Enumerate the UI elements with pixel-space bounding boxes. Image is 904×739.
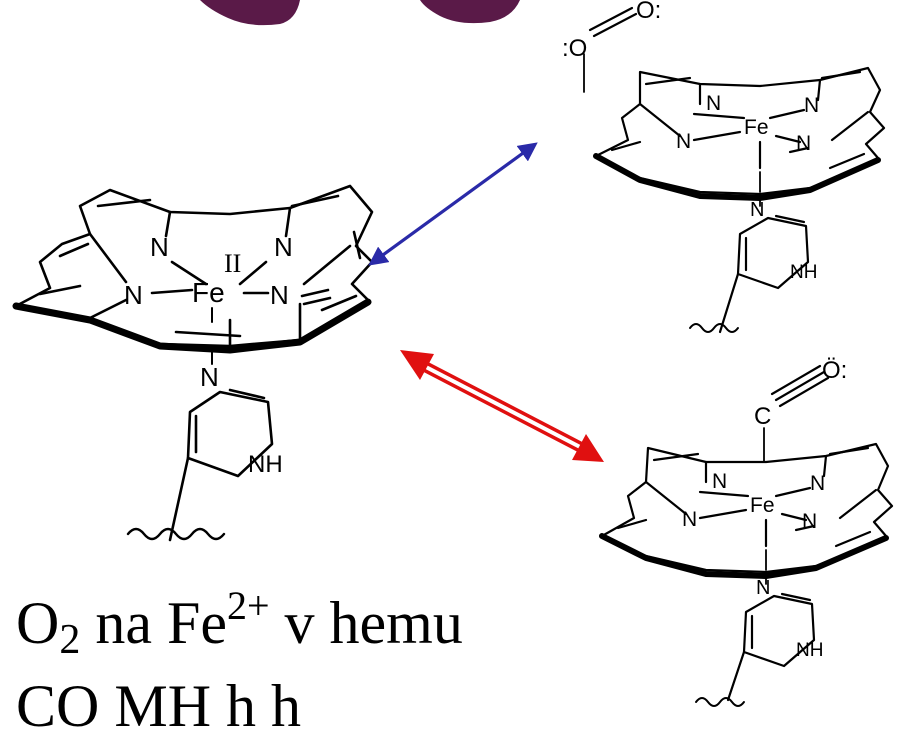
oxygen-equilibrium-arrow — [368, 142, 538, 266]
oxy-n-top-right: N — [804, 94, 819, 117]
oxy-fe: Fe — [744, 116, 769, 139]
main-heme-molecule — [12, 184, 374, 542]
carbonyl-ligand-o: Ö: — [822, 357, 847, 384]
carbonyl-heme-labels: C Ö: N N N N Fe N NH — [682, 357, 847, 661]
main-heme-labels: N N N N Fe II N NH — [124, 232, 293, 478]
carbonyl-n-top-left: N — [712, 470, 727, 493]
main-n-right: N — [270, 280, 289, 310]
main-imidazole-n: N — [200, 362, 219, 392]
oxy-ligand-o2: O: — [636, 0, 661, 24]
oxy-imidazole-n: N — [750, 199, 764, 221]
top-decoration — [200, 0, 520, 26]
oxy-n-right: N — [796, 132, 811, 155]
carbonyl-n-left: N — [682, 508, 697, 531]
main-oxidation-state: II — [224, 249, 241, 278]
main-n-top-right: N — [274, 232, 293, 262]
main-imidazole-nh: NH — [248, 451, 283, 478]
oxy-n-left: N — [676, 130, 691, 153]
main-imidazole-ring — [186, 390, 274, 478]
heme-binding-diagram: N N N N Fe II N NH — [12, 0, 894, 707]
partial-bottom-line: CO MH h h — [16, 673, 302, 739]
main-fe: Fe — [192, 277, 225, 308]
caption-iron-charge: 2+ — [226, 583, 270, 628]
main-n-top-left: N — [150, 232, 169, 262]
main-n-left: N — [124, 280, 143, 310]
carbonyl-fe: Fe — [750, 494, 775, 517]
oxy-imidazole-ring — [736, 216, 810, 290]
caption-oxygen-subscript: 2 — [59, 617, 81, 663]
main-porphyrin-ring — [14, 184, 374, 348]
carbonyl-imidazole-ring — [742, 594, 816, 668]
caption-middle: na Fe — [80, 590, 227, 656]
caption-oxygen: O — [16, 590, 60, 656]
oxy-heme-molecule — [583, 6, 886, 334]
carbonyl-n-right: N — [802, 510, 817, 533]
carbonyl-n-top-right: N — [810, 472, 825, 495]
oxy-imidazole-nh: NH — [790, 262, 817, 283]
oxy-n-top-left: N — [706, 92, 721, 115]
oxy-ligand-o1: :O — [562, 35, 587, 62]
caption-end: v hemu — [269, 590, 463, 656]
carbonyl-imidazole-n: N — [756, 577, 770, 599]
caption-o2-binding: O2 na Fe2+ v hemu — [16, 583, 463, 663]
carbonyl-ligand-c: C — [754, 403, 771, 430]
carbonyl-heme-molecule — [599, 364, 894, 707]
oxy-heme-labels: :O O: N N N N Fe N NH — [562, 0, 819, 283]
carbonyl-imidazole-nh: NH — [796, 640, 823, 661]
carbon-monoxide-equilibrium-arrow — [400, 350, 604, 462]
